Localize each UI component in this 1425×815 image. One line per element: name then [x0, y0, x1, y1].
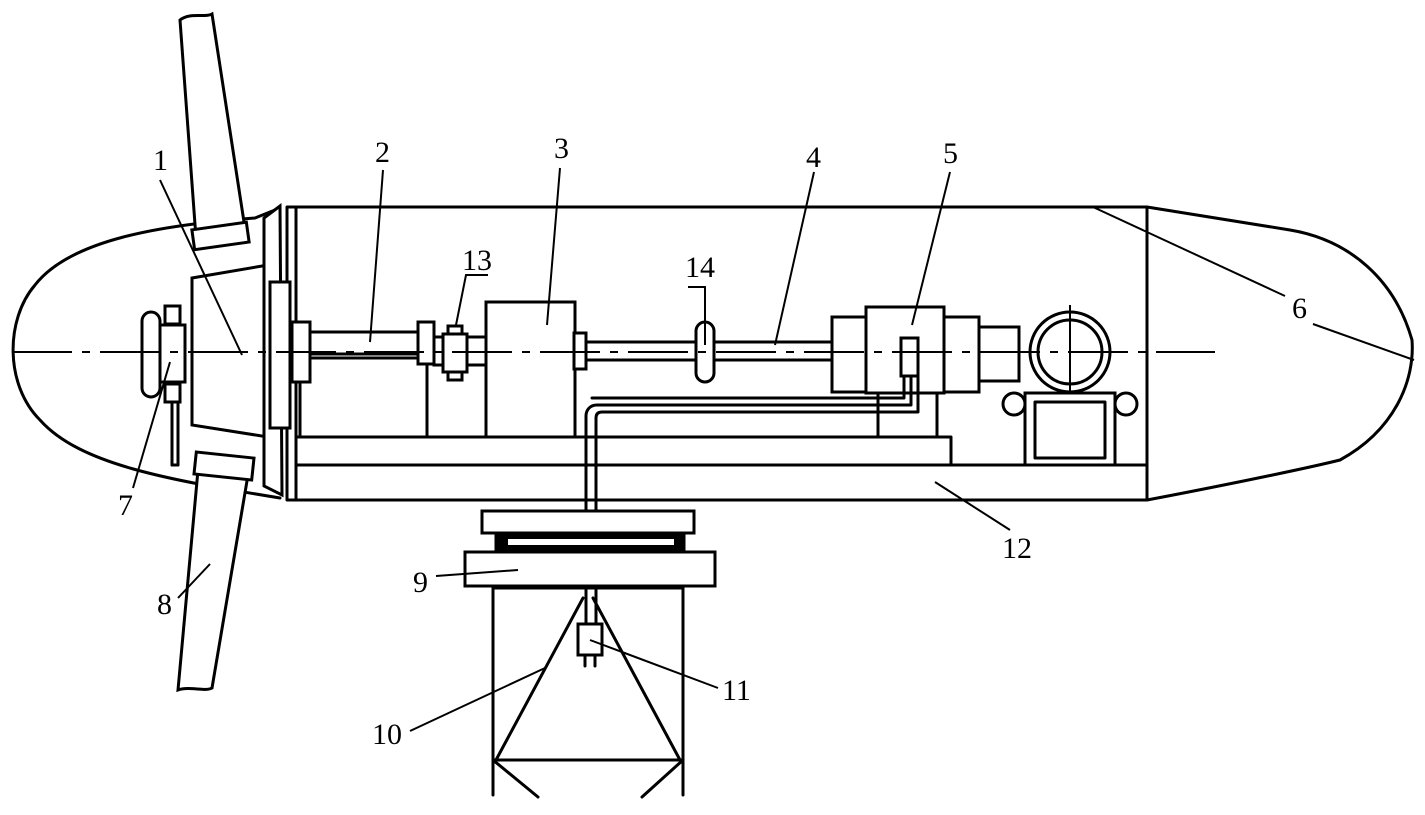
label-14: 14	[685, 251, 715, 284]
generator-end-right	[942, 315, 981, 394]
signal-cable	[584, 374, 913, 627]
main-shaft	[298, 330, 422, 356]
leader-13	[455, 274, 488, 326]
label-4: 4	[806, 141, 821, 174]
gearbox	[484, 300, 577, 439]
label-11: 11	[722, 674, 751, 707]
blade-upper-root	[190, 220, 251, 252]
tower-flange	[463, 550, 717, 588]
hub-flange	[268, 280, 292, 430]
leader-7	[132, 361, 171, 489]
label-10: 10	[372, 718, 402, 751]
tail-cone	[1145, 205, 1414, 502]
tower-lower-brace-left	[491, 758, 540, 799]
yaw-plate-top	[480, 509, 696, 535]
generator-sensor	[899, 336, 920, 378]
tower-lower-brace-right	[640, 758, 685, 799]
label-5: 5	[943, 137, 958, 170]
leader-6-bottom	[1312, 323, 1415, 361]
signal-cable-inner	[590, 374, 906, 400]
label-6: 6	[1292, 292, 1307, 325]
main-bearing-block	[298, 356, 429, 439]
leader-6-top	[1092, 206, 1286, 297]
leader-12	[934, 481, 1011, 531]
label-7: 7	[118, 489, 133, 522]
label-1: 1	[153, 144, 168, 177]
signal-cable-outer	[594, 374, 920, 627]
leader-3	[546, 167, 561, 326]
generator-end-left	[830, 315, 869, 394]
leader-2	[369, 169, 384, 343]
blade-lower-root	[192, 450, 256, 482]
label-13: 13	[462, 244, 492, 277]
leader-11	[589, 639, 719, 689]
pitch-mechanism-top	[163, 304, 182, 326]
leader-14	[688, 286, 706, 345]
control-box-inner	[1033, 400, 1107, 460]
leader-10	[409, 667, 546, 732]
shaft-collar-right	[416, 320, 436, 366]
leader-8	[177, 563, 211, 599]
yaw-bearing-gap	[508, 539, 674, 545]
label-8: 8	[157, 588, 172, 621]
pitch-mechanism-body	[158, 323, 187, 384]
cable-terminal	[576, 622, 604, 657]
pitch-mechanism-disc	[140, 310, 162, 399]
leader-4	[774, 171, 815, 346]
leader-9	[435, 569, 519, 577]
pitch-mechanism-bottom	[163, 382, 182, 404]
label-9: 9	[413, 566, 428, 599]
leader-5	[911, 171, 951, 326]
tower-brace-left	[494, 596, 585, 762]
label-3: 3	[554, 132, 569, 165]
leader-1	[159, 179, 243, 356]
blade-upper	[178, 11, 248, 240]
label-12: 12	[1002, 532, 1032, 565]
machine-base	[294, 435, 953, 467]
label-2: 2	[375, 136, 390, 169]
control-box-wheel-right	[1113, 391, 1139, 417]
control-box-wheel-left	[1001, 391, 1027, 417]
blade-lower	[176, 468, 250, 693]
generator-tail	[977, 325, 1021, 383]
tower-brace-right	[591, 596, 682, 762]
control-box	[1023, 391, 1117, 467]
